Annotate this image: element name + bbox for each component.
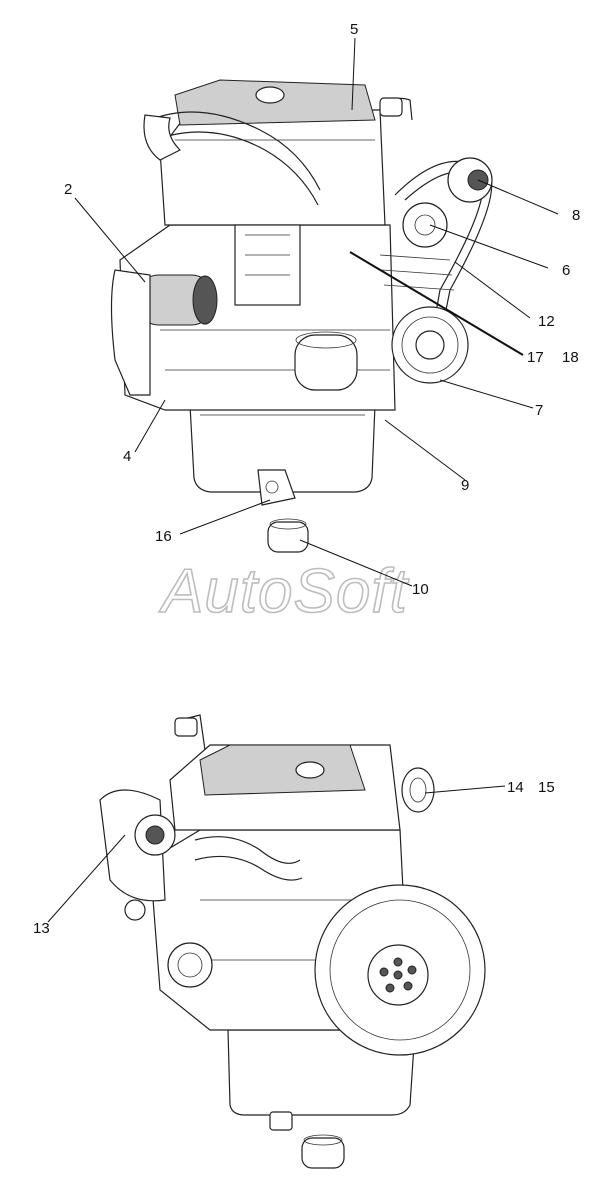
engine-rear-view [99, 714, 486, 1169]
callouts: 5 2 8 6 12 17 18 7 4 9 16 10 14 15 13 [33, 21, 580, 937]
callout-14: 14 [507, 779, 524, 796]
callout-8: 8 [572, 207, 580, 224]
leader-lines [47, 37, 559, 923]
callout-6: 6 [562, 262, 570, 279]
callout-15: 15 [538, 779, 555, 796]
callout-10: 10 [412, 581, 429, 598]
callout-2: 2 [64, 181, 72, 198]
callout-18: 18 [562, 349, 579, 366]
callout-4: 4 [123, 448, 131, 465]
callout-13: 13 [33, 920, 50, 937]
callout-16: 16 [155, 528, 172, 545]
callout-12: 12 [538, 313, 555, 330]
callout-9: 9 [461, 477, 469, 494]
callout-17: 17 [527, 349, 544, 366]
engine-front-view [110, 79, 493, 553]
callout-7: 7 [535, 402, 543, 419]
watermark-text: AutoSoft [158, 557, 410, 626]
callout-5: 5 [350, 21, 358, 38]
